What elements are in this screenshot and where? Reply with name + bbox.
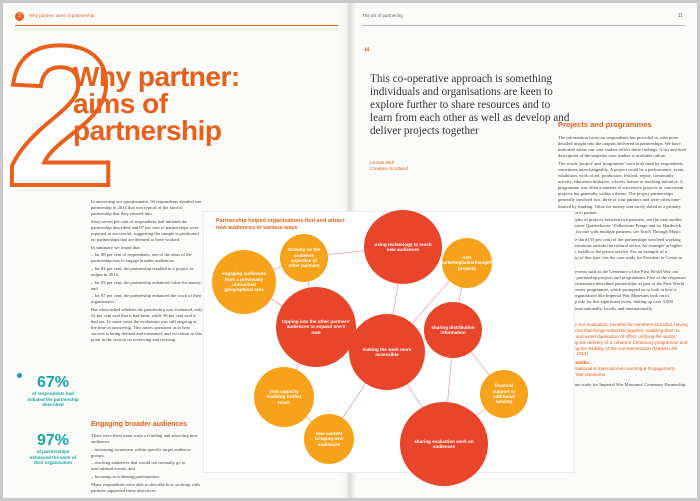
stat-label: of partnerships enhanced the work of the… [29,449,77,465]
stat-initiated: 67% of respondents had initiated the par… [27,375,79,408]
projects-text: The information from our respondents has… [558,135,688,312]
intro-text: In answering our questionnaire, 94 respo… [91,199,203,345]
secondary-quote: “ Based on our evaluation, benefits for … [558,315,688,378]
stat-label: of respondents had initiated the partner… [27,391,79,407]
stat-value: 97% [36,432,70,449]
audiences-paragraph: There were three main ways of finding an… [91,433,198,445]
node-financial-support: financial support or additional funding [480,370,528,418]
section-subheading: Engaging broader audiences [91,421,188,428]
page-number: 2 [15,12,24,21]
case-study-link-text[interactable]: See the case study for Imperial War Muse… [558,381,687,387]
node-audience-expertise: drawing on the audience expertise of oth… [280,234,328,282]
audiences-bullet: – reaching audiences that would not norm… [91,460,186,472]
audiences-bullet: – increasing awareness within specific t… [91,446,191,458]
header-rule [362,25,685,26]
intro-bullet: – for 88 per cent of respondents, one of… [91,252,192,264]
intro-bullet: – for 84 per cent, the partnership resul… [91,265,194,278]
node-joint-capacity: joint capacity enabling further reach [254,367,314,427]
stat-value: 67% [36,374,70,391]
projects-paragraph: About one third (35 per cent) of the par… [558,237,683,266]
page-number: 11 [677,13,684,19]
projects-paragraph: The information from our respondents has… [558,135,687,159]
quote-organisation: Creative Scotland [370,167,408,172]
section-subheading: Projects and programmes [558,120,652,129]
node-geographical-area: engaging audiences from a previously unt… [212,250,276,314]
node-technology: using technology to reach new audiences [364,210,442,284]
projects-paragraph: National events such as the Centenary of… [558,268,686,311]
secondary-quote-text: Based on our evaluation, benefits for me… [558,322,688,357]
intro-paragraph: In summary we found that: [91,244,141,250]
running-header: Why partner: aims of partnership [29,13,95,18]
intro-paragraph: In answering our questionnaire, 94 respo… [91,199,202,217]
page-title: Why partner: aims of partnership [73,61,240,146]
pull-quote: This co-operative approach is something … [370,73,570,137]
audiences-paragraph: Many respondents were able to describe h… [91,481,200,493]
secondary-quote-organisation: Head of National & International Learnin… [558,366,676,377]
stat-marker [17,373,22,378]
intro-paragraph: But when asked whether the partnership w… [91,307,203,343]
node-tapping-audiences: tapping into the other partners' audienc… [276,287,356,367]
node-evaluation: sharing evaluation work on audiences [400,402,488,486]
diagram-title: Partnership helped organisations find an… [216,218,345,231]
magazine-spread: 2 Why partner: aims of partnership 2 Why… [3,3,697,498]
quote-attribution: Leonie Bell Creative Scotland [370,161,408,173]
projects-column: Projects and programmes The information … [558,120,688,388]
node-marketing: new marketing/advertising/PR projects [439,238,495,288]
node-distribution: sharing distribution information [424,302,482,358]
node-accessible: making the work more accessible [349,314,425,390]
chapter-numeral: 2 [3,5,118,228]
audiences-text: There were three main ways of finding an… [91,433,203,495]
audiences-bullet: – focusing on widening participation. [91,474,160,480]
intro-paragraph: Sixty-seven per cent of respondents had … [91,218,199,243]
audiences-diagram: Partnership helped organisations find an… [203,210,575,486]
header-rule [15,25,338,26]
running-header: The art of partnering [362,13,403,18]
stat-enhanced: 97% of partnerships enhanced the work of… [27,433,79,466]
intro-bullet: – for 97 per cent, the partnership enhan… [91,293,202,305]
quote-author: Leonie Bell [370,161,394,166]
node-new-content: new content bringing new audiences [304,414,354,464]
projects-paragraph: For examples of projects between two par… [558,217,682,235]
quote-mark-icon: “ [364,45,370,59]
intro-bullet: – for 83 per cent, the partnership enhan… [91,279,203,291]
projects-paragraph: The words 'project' and 'programme' were… [558,160,685,215]
